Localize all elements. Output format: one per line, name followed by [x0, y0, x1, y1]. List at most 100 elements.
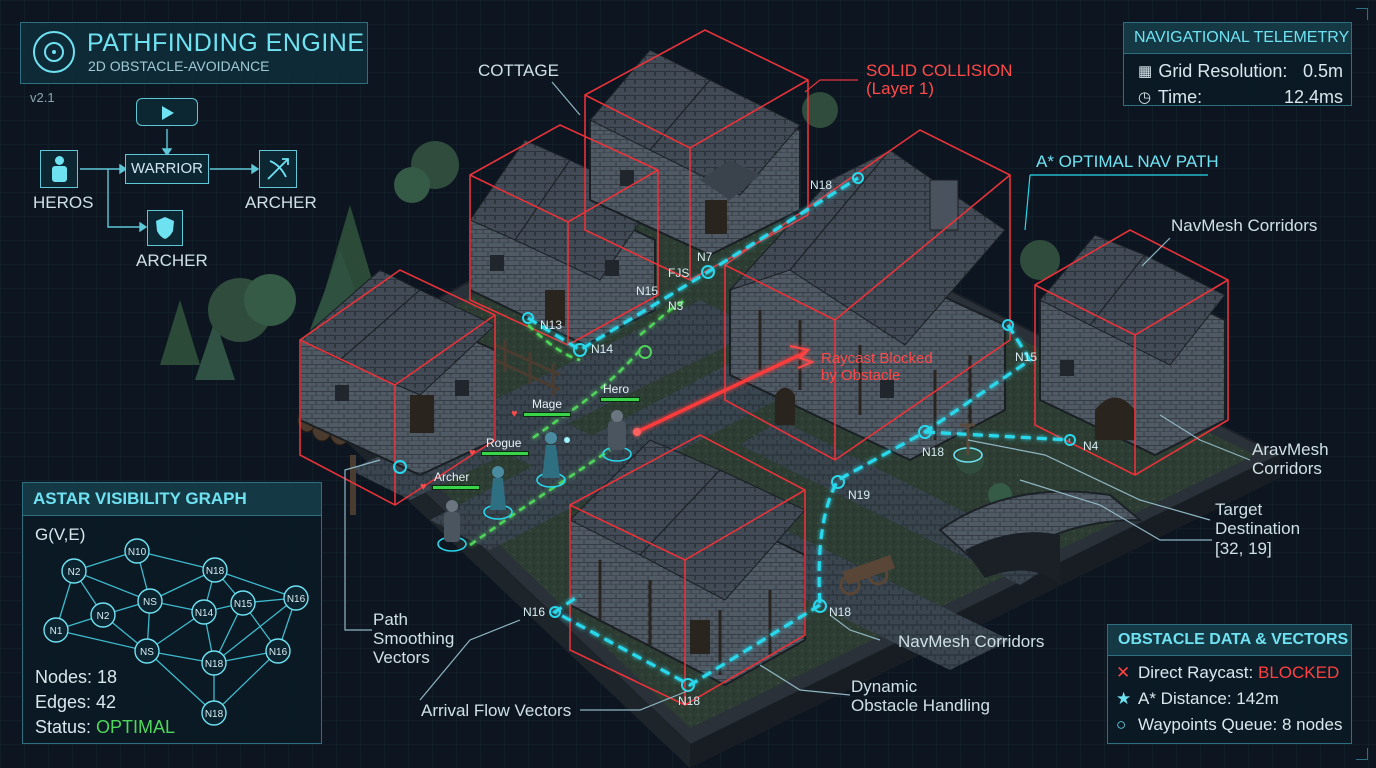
version-label: v2.1	[30, 90, 55, 105]
character-rogue	[483, 466, 513, 520]
graph-node	[201, 650, 227, 676]
obstacle-panel-title: OBSTACLE DATA & VECTORS	[1108, 625, 1351, 656]
graph-node-label: N18	[205, 709, 224, 720]
aravmesh-callout-line2: Corridors	[1252, 459, 1322, 478]
flow-archer-bottom-label: ARCHER	[136, 251, 208, 270]
character-mage	[536, 432, 570, 488]
mage-label: Mage	[532, 397, 563, 411]
path-smoothing-callout-line3: Vectors	[373, 648, 430, 667]
raycast-value: BLOCKED	[1257, 663, 1340, 682]
graph-node-label: N16	[287, 594, 306, 605]
flow-archer-right-label: ARCHER	[245, 193, 317, 212]
graph-node	[137, 588, 163, 614]
clock-icon: ◷	[1138, 89, 1152, 106]
map-node-n19: N19	[848, 488, 871, 502]
target-coordinates: [32, 19]	[1215, 539, 1272, 558]
frame-corner	[1356, 748, 1368, 760]
map-node-n18-mid: N18	[922, 445, 945, 459]
map-node-n18-top: N18	[810, 178, 833, 192]
app-title: PATHFINDING ENGINE	[87, 29, 365, 57]
astar-nav-path	[527, 176, 1071, 687]
hero-health-bar	[600, 397, 640, 402]
gear-icon	[33, 31, 75, 73]
map-node-n14: N14	[591, 342, 614, 356]
graph-node-label: N15	[234, 599, 253, 610]
aravmesh-callout-line1: AravMesh	[1252, 440, 1329, 459]
graph-node-label: N16	[269, 647, 288, 658]
map-node-n18-bottom: N18	[678, 694, 701, 708]
frame-corner	[1356, 8, 1368, 20]
collision-box-west	[299, 269, 496, 506]
graph-node	[201, 700, 227, 726]
graph-node	[124, 538, 150, 564]
raycast-blocked-vector	[633, 345, 815, 436]
map-node-n13: N13	[540, 318, 563, 332]
waypoints-queue-label: Waypoints Queue: 8 nodes	[1138, 715, 1343, 734]
rogue-health-bar	[481, 451, 529, 456]
graph-status-label: Status:	[35, 717, 92, 737]
navmesh-bottom-callout: NavMesh Corridors	[898, 632, 1045, 651]
cross-icon: ✕	[1116, 663, 1131, 682]
warrior-label: WARRIOR	[131, 160, 203, 177]
graph-node-label: N10	[128, 547, 147, 558]
time-value: 12.4ms	[1283, 86, 1343, 107]
heart-icon: ♥	[469, 447, 476, 459]
graph-edge	[146, 650, 215, 714]
shield-icon	[147, 210, 183, 246]
graph-node	[230, 590, 256, 616]
building-tudor-center	[728, 149, 1006, 462]
grid-resolution-value: 0.5m	[1302, 60, 1343, 81]
waypoint-circle-icon: ○	[1116, 715, 1127, 734]
collision-box-cottage	[584, 29, 809, 281]
graph-node	[61, 558, 87, 584]
astar-path-callout: A* OPTIMAL NAV PATH	[1036, 152, 1219, 171]
graph-node	[191, 599, 217, 625]
graph-edge	[55, 629, 148, 652]
graph-node-label: N18	[206, 566, 225, 577]
trees	[160, 92, 1060, 507]
title-panel: PATHFINDING ENGINE 2D OBSTACLE-AVOIDANCE	[20, 22, 368, 84]
heart-icon: ♥	[511, 408, 518, 420]
map-node-n3: N3	[668, 299, 684, 313]
raycast-blocked-callout-line2: by Obstacle	[821, 367, 901, 384]
warrior-node[interactable]: WARRIOR	[125, 154, 209, 184]
graph-node	[90, 602, 116, 628]
graph-panel-title: ASTAR VISIBILITY GRAPH	[23, 483, 321, 516]
map-node-n15-left: N15	[636, 284, 659, 298]
graph-node-label: N2	[68, 567, 81, 578]
class-flow-diagram	[80, 129, 260, 233]
navmesh-top-callout: NavMesh Corridors	[1171, 216, 1318, 235]
graph-node-label: N1	[50, 626, 63, 637]
cottage-callout: COTTAGE	[478, 61, 559, 80]
rogue-label: Rogue	[486, 436, 522, 450]
map-node-fjs: FJS	[668, 266, 690, 280]
map-node-n7: N7	[697, 250, 713, 264]
archer-label: Archer	[434, 470, 470, 484]
cottage	[589, 49, 801, 257]
graph-node	[43, 617, 69, 643]
graph-node-label: NS	[140, 647, 154, 658]
dynamic-obstacle-callout-line2: Obstacle Handling	[851, 696, 990, 715]
map-node-n15-right: N15	[1015, 350, 1038, 364]
grid-resolution-label: Grid Resolution:	[1158, 60, 1288, 81]
graph-edges-count: Edges: 42	[35, 692, 117, 712]
arrival-flow-callout: Arrival Flow Vectors	[421, 701, 572, 720]
stone-bridge	[938, 490, 1143, 585]
character-hero	[602, 410, 632, 462]
graph-node-label: N18	[205, 659, 224, 670]
astar-distance-label: A* Distance: 142m	[1138, 689, 1279, 708]
app-subtitle: 2D OBSTACLE-AVOIDANCE	[88, 58, 270, 74]
graph-node-label: NS	[143, 597, 157, 608]
play-button[interactable]	[136, 98, 198, 126]
collision-layer-callout: (Layer 1)	[866, 79, 935, 98]
mage-health-bar	[523, 412, 571, 417]
graph-node	[283, 585, 309, 611]
target-callout-line1: Target	[1215, 500, 1263, 519]
map-node-n16: N16	[523, 605, 546, 619]
bow-icon	[259, 150, 297, 188]
raycast-blocked-callout-line1: Raycast Blocked	[821, 350, 933, 367]
path-smoothing-callout-line1: Path	[373, 610, 408, 629]
grid-icon: ▦	[1138, 63, 1153, 80]
callout-leaders	[344, 79, 1251, 711]
